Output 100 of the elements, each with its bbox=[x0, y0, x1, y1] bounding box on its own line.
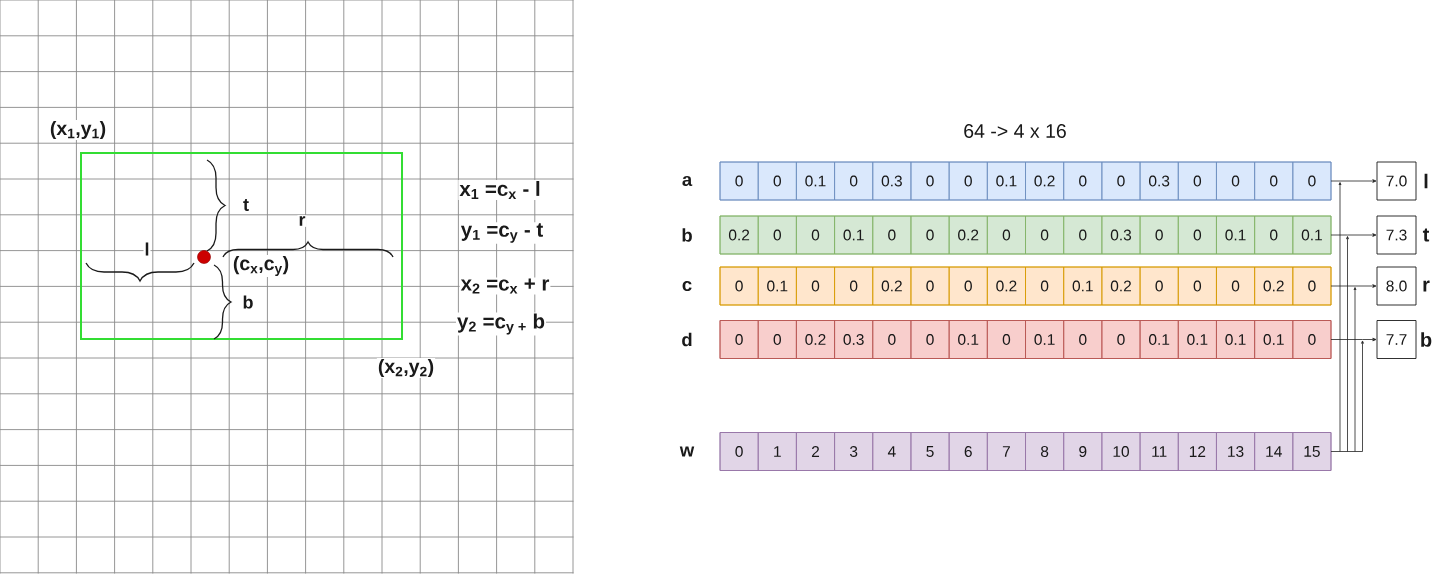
array-cell: 0 bbox=[719, 266, 759, 306]
connector-line bbox=[1330, 451, 1363, 452]
array-cell: 0.2 bbox=[719, 215, 759, 255]
array-cell: 0.2 bbox=[872, 266, 912, 306]
array-cell: 0.3 bbox=[1101, 215, 1141, 255]
output-label: r bbox=[1423, 280, 1430, 292]
brace-label: t bbox=[242, 198, 250, 212]
array-cell: 14 bbox=[1254, 432, 1294, 471]
arrow bbox=[1361, 340, 1364, 452]
array-cell: 0 bbox=[910, 161, 950, 201]
array-cell: 5 bbox=[910, 432, 950, 471]
array-cell: 0 bbox=[1139, 266, 1179, 306]
array-cell: 0.2 bbox=[1254, 266, 1294, 306]
array-cell: 0.1 bbox=[757, 266, 797, 306]
array-cell: 0 bbox=[1063, 161, 1103, 201]
array-cell: 0 bbox=[834, 161, 874, 201]
array-cell: 0 bbox=[910, 320, 950, 359]
array-cell: 0 bbox=[986, 215, 1026, 255]
array-cell: 0 bbox=[1177, 215, 1217, 255]
array-cell: 0 bbox=[1025, 266, 1065, 306]
array-cell: 0 bbox=[986, 320, 1026, 359]
array-cell: 0 bbox=[1292, 320, 1332, 359]
value-box: 7.7 bbox=[1376, 320, 1417, 359]
value-box: 7.0 bbox=[1376, 161, 1417, 201]
array-cell: 0 bbox=[948, 266, 988, 306]
output-label: t bbox=[1422, 228, 1430, 242]
array-cell: 0 bbox=[1177, 161, 1217, 201]
array-cell: 0.3 bbox=[1139, 161, 1179, 201]
array-cell: 0.1 bbox=[796, 161, 835, 201]
output-label: b bbox=[1421, 332, 1432, 347]
array-row bbox=[719, 320, 1332, 359]
connector-line bbox=[1330, 285, 1356, 287]
array-row bbox=[719, 161, 1332, 201]
array-cell: 0.2 bbox=[986, 266, 1026, 306]
arrow bbox=[1339, 179, 1377, 183]
array-row bbox=[719, 432, 1332, 471]
arrow bbox=[1338, 182, 1342, 452]
array-cell: 0 bbox=[948, 161, 988, 201]
array-cell: 3 bbox=[834, 432, 874, 471]
brace-label: b bbox=[241, 294, 255, 310]
array-cell: 0.1 bbox=[1254, 320, 1294, 359]
point-label: (c$_{x}$,c$_{y}$) bbox=[231, 254, 291, 278]
arrow bbox=[1346, 236, 1349, 452]
array-cell: 0 bbox=[796, 215, 835, 255]
array-cell: 10 bbox=[1101, 432, 1141, 471]
array-cell: 7 bbox=[986, 432, 1026, 471]
array-cell: 0.1 bbox=[948, 320, 988, 359]
array-cell: 0 bbox=[1063, 320, 1103, 359]
array-cell: 0.1 bbox=[986, 161, 1026, 201]
array-cell: 0 bbox=[834, 266, 874, 306]
array-cell: 0.1 bbox=[834, 215, 874, 255]
array-cell: 0 bbox=[872, 320, 912, 359]
array-cell: 0 bbox=[719, 432, 759, 471]
array-cell: 0 bbox=[910, 266, 950, 306]
row-label: d bbox=[682, 332, 692, 347]
array-cell: 13 bbox=[1216, 432, 1256, 471]
array-cell: 4 bbox=[872, 432, 912, 471]
arrow bbox=[1347, 233, 1377, 237]
array-cell: 0.2 bbox=[1101, 266, 1141, 306]
array-cell: 0 bbox=[1292, 161, 1332, 201]
array-cell: 0 bbox=[872, 215, 912, 255]
array-cell: 0.2 bbox=[948, 215, 988, 255]
array-cell: 6 bbox=[948, 432, 988, 471]
heading: 64 -> 4 x 16 bbox=[962, 123, 1068, 139]
array-cell: 12 bbox=[1177, 432, 1217, 471]
array-cell: 0.1 bbox=[1177, 320, 1217, 359]
array-cell: 0.3 bbox=[872, 161, 912, 201]
array-cell: 0 bbox=[1101, 320, 1141, 359]
formula: x$_{2}$ =c$_{x}$ + r bbox=[459, 277, 551, 295]
array-cell: 0.1 bbox=[1292, 215, 1332, 255]
array-cell: 0 bbox=[796, 266, 835, 306]
array-cell: 0 bbox=[1139, 215, 1179, 255]
array-cell: 0 bbox=[1292, 266, 1332, 306]
array-cell: 0 bbox=[1254, 161, 1294, 201]
array-cell: 0.1 bbox=[1063, 266, 1103, 306]
array-cell: 1 bbox=[757, 432, 797, 471]
point-label: (x$_{2}$,y$_{2}$) bbox=[376, 357, 436, 379]
arrow bbox=[1354, 284, 1377, 288]
output-label: l bbox=[1424, 173, 1428, 189]
array-cell: 0 bbox=[1025, 215, 1065, 255]
formula: x$_{1}$ =c$_{x}$ - l bbox=[458, 180, 542, 200]
array-cell: 0.1 bbox=[1025, 320, 1065, 359]
array-cell: 0.2 bbox=[1025, 161, 1065, 201]
array-cell: 0 bbox=[910, 215, 950, 255]
array-cell: 2 bbox=[796, 432, 835, 471]
value-box: 7.3 bbox=[1376, 215, 1417, 255]
value-box: 8.0 bbox=[1376, 266, 1417, 306]
formula: y$_{2}$ =c$_{y +}$ b bbox=[456, 312, 546, 336]
array-cell: 0.1 bbox=[1216, 320, 1256, 359]
array-cell: 15 bbox=[1292, 432, 1332, 471]
array-cell: 0 bbox=[1177, 266, 1217, 306]
row-label: a bbox=[682, 175, 693, 187]
array-row bbox=[719, 266, 1332, 306]
array-cell: 0.2 bbox=[796, 320, 835, 359]
connector-line bbox=[1330, 339, 1363, 340]
array-cell: 0 bbox=[1101, 161, 1141, 201]
array-cell: 0 bbox=[757, 215, 797, 255]
array-cell: 0 bbox=[757, 320, 797, 359]
array-row bbox=[719, 215, 1332, 255]
array-cell: 0 bbox=[1216, 266, 1256, 306]
